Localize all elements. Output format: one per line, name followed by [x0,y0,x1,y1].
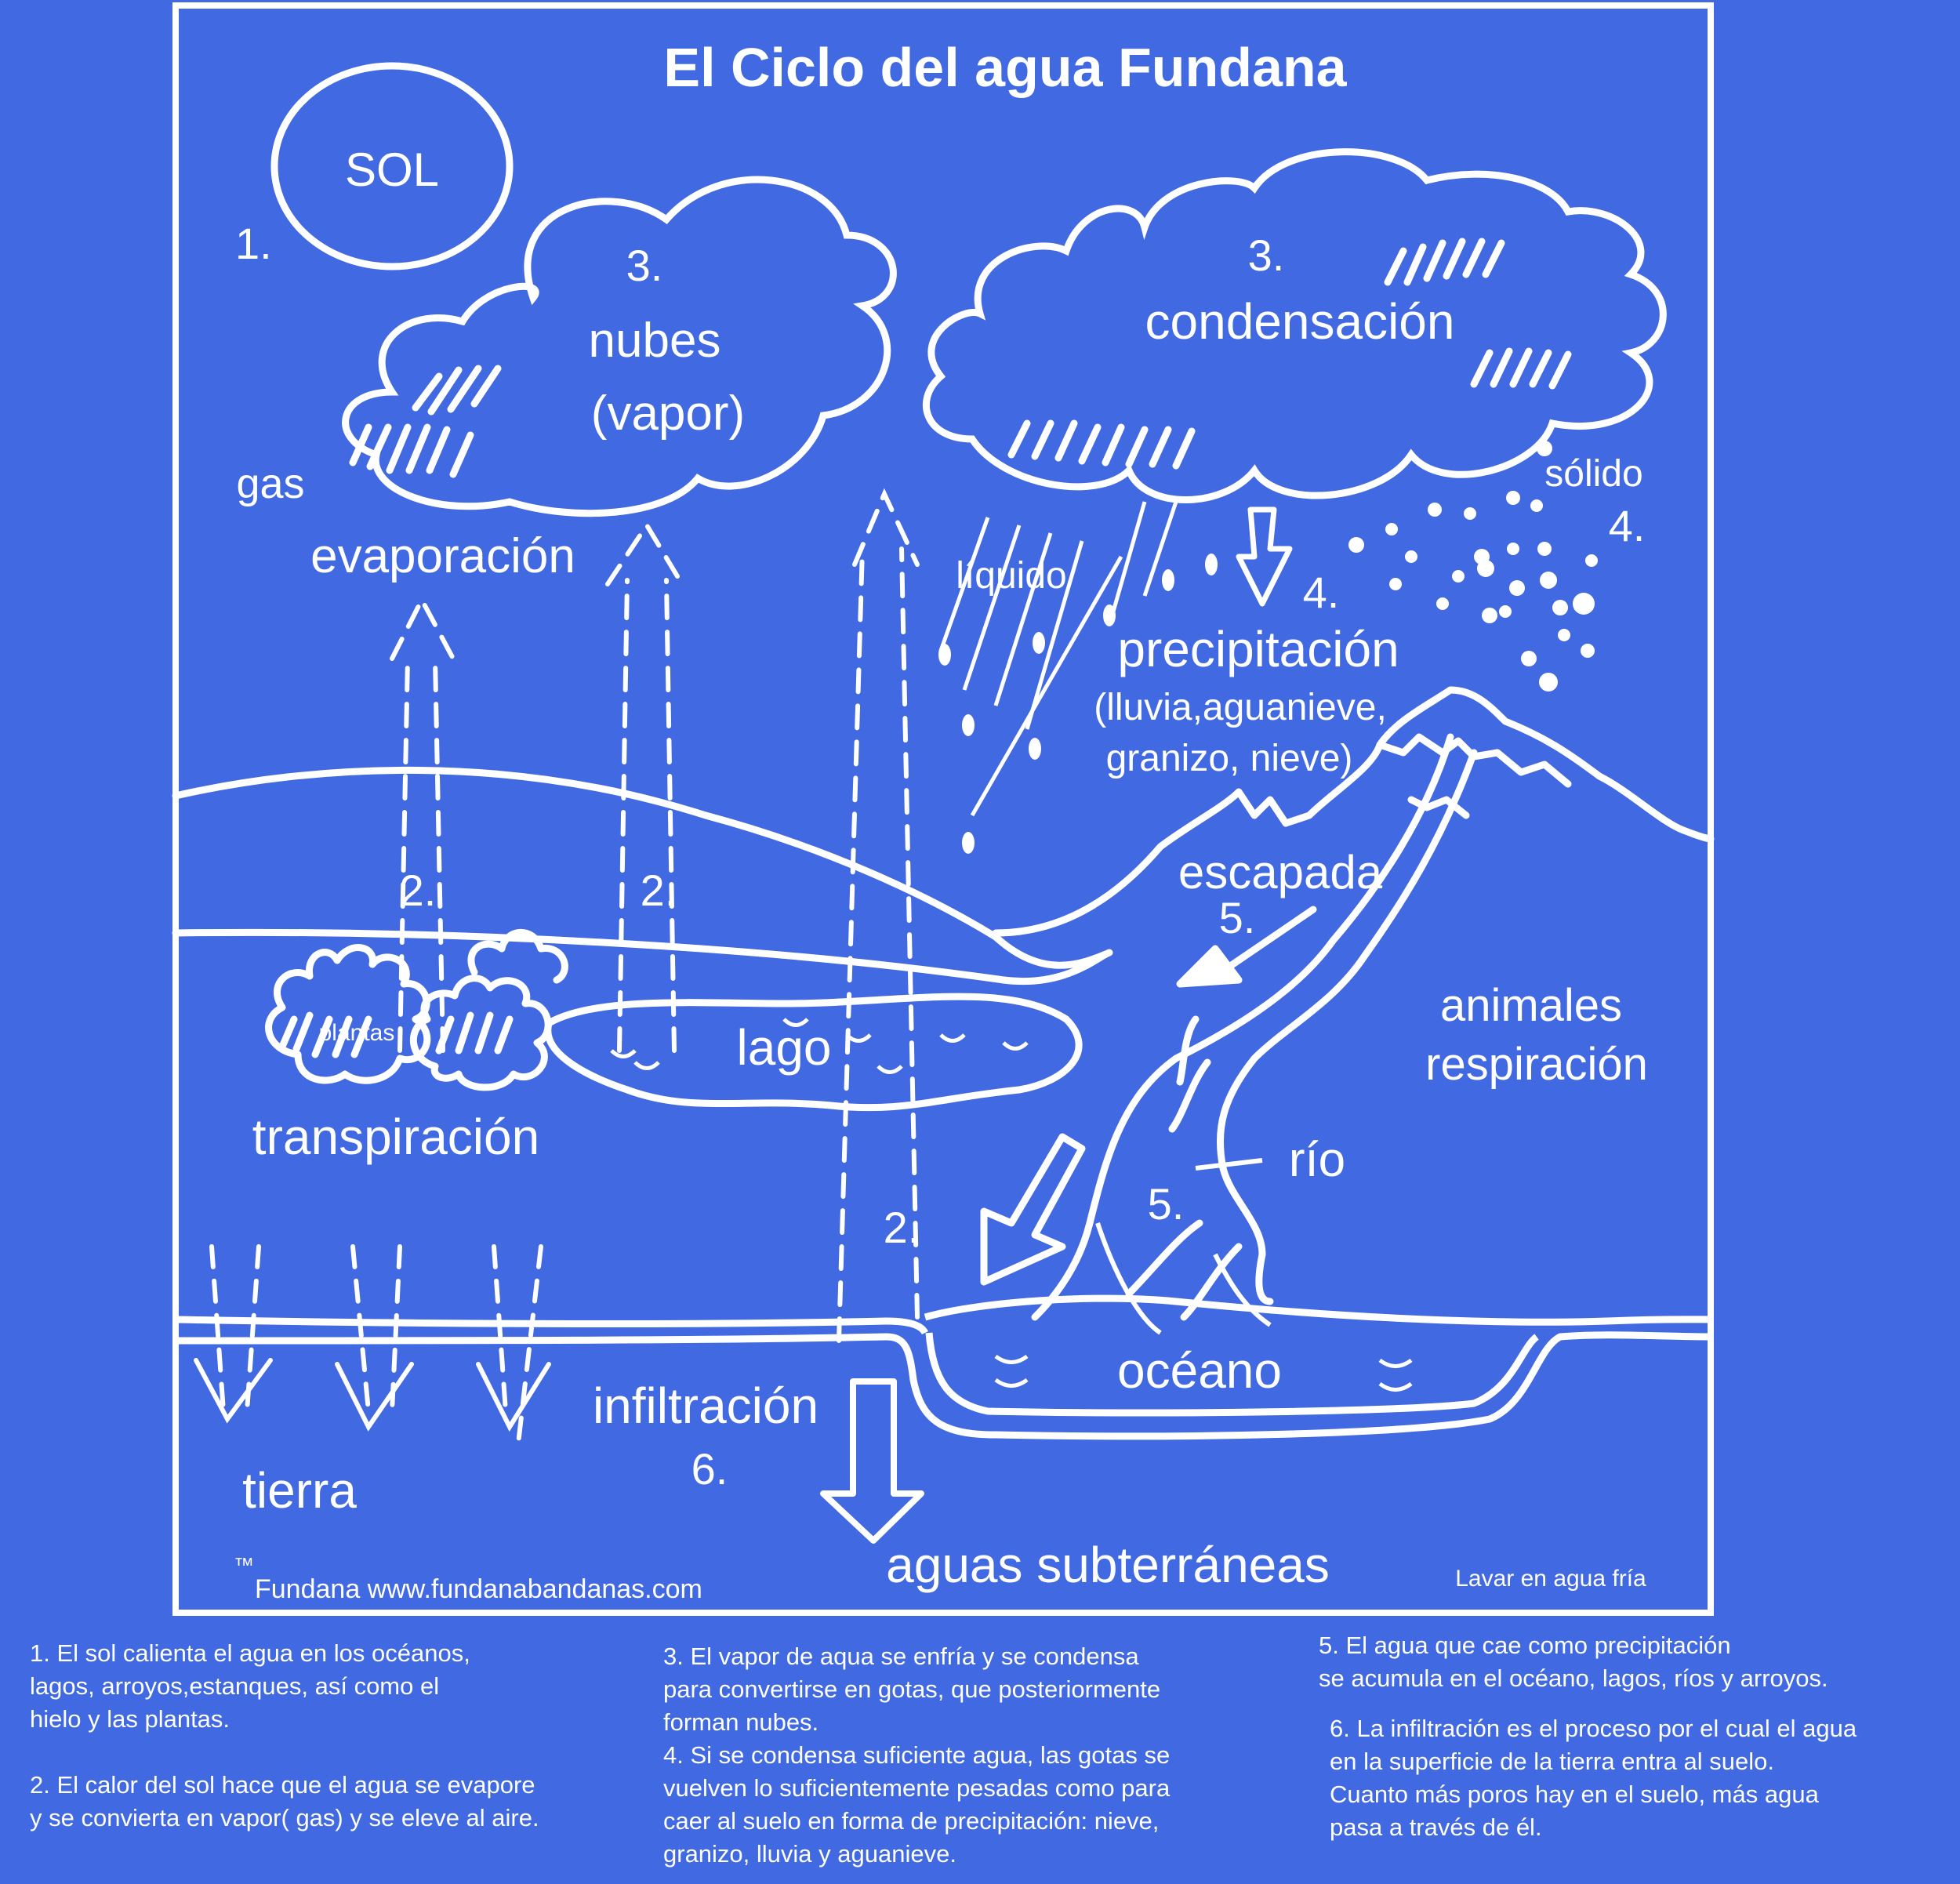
river-icon [1031,733,1478,1321]
runoff-label: escapada [1178,846,1383,898]
infiltration-number: 6. [691,1444,728,1494]
infiltration-label: infiltración [593,1378,818,1434]
plants-icon [265,928,568,1091]
left-cloud-number: 3. [626,241,663,290]
note-4: 4. Si se condensa suficiente agua, las g… [663,1741,1171,1868]
note-3: 3. El vapor de aqua se enfría y se conde… [663,1643,1161,1736]
river-pointer [1195,1158,1263,1171]
left-cloud-icon [342,176,897,517]
liquid-label: líquido [956,555,1066,597]
lake-label: lago [737,1019,832,1076]
notes-column-3: 5. El agua que cae como precipitación se… [1319,1629,1946,1844]
soil-label: tierra [242,1462,357,1519]
infiltration-arrow-icon [820,1378,924,1544]
solid-label: sólido [1544,453,1642,495]
diagram-title: El Ciclo del agua Fundana [663,37,1347,98]
right-cloud-number: 3. [1248,231,1285,280]
left-cloud-sublabel: (vapor) [591,387,745,441]
sun-label: SOL [345,143,439,196]
lake-icon [544,993,1083,1112]
plants-label: plantas [319,1020,395,1046]
respiration-label: respiración [1425,1039,1648,1090]
evaporation-arrows-icon [390,488,920,1343]
precipitation-arrow-icon [1236,506,1293,607]
notes-column-1: 1. El sol calienta el agua en los océano… [30,1637,641,1835]
runoff-arrow-icon [1176,906,1317,988]
solid-number: 4. [1609,501,1646,550]
infiltration-arrows-icon [209,1244,543,1453]
ocean-label: océano [1117,1342,1282,1399]
precipitation-types-line1: (lluvia,aguanieve, [1094,687,1387,728]
runoff-number: 5. [1219,893,1256,942]
condensation-label: condensación [1145,293,1455,350]
left-cloud-label: nubes [589,314,721,368]
evaporation-number-b: 2. [641,866,677,915]
river-number: 5. [1148,1179,1185,1229]
transpiration-label: transpiración [252,1109,539,1165]
river-label: río [1289,1133,1345,1187]
precipitation-types-line2: granizo, nieve) [1106,738,1353,779]
diagram-frame [172,2,1714,1616]
precipitation-number: 4. [1303,568,1340,617]
groundwater-label: aguas subterráneas [886,1537,1330,1593]
step-1-label: 1. [235,219,272,268]
infiltration-arrowheads-icon [194,1358,551,1432]
ground-icon [175,1222,1711,1440]
evaporation-number-c: 2. [884,1203,920,1252]
sun-icon [270,62,514,270]
note-6: 6. La infiltración es el proceso por el … [1330,1715,1857,1841]
right-cloud-icon [923,148,1667,503]
snow-icon [1348,441,1598,692]
raindrop-icons [938,554,1218,854]
gas-label: gas [236,460,304,507]
notes-column-2: 3. El vapor de aqua se enfría y se conde… [663,1640,1275,1871]
wash-note: Lavar en agua fría [1455,1566,1646,1592]
rain-icon [938,501,1178,817]
evaporation-label: evaporación [310,529,575,583]
animals-label: animales [1440,980,1622,1031]
precipitation-label: precipitación [1117,621,1399,677]
note-2: 2. El calor del sol hace que el agua se … [30,1771,539,1831]
runoff-flow-arrow-icon [980,1133,1086,1286]
trademark-symbol: ™ [234,1553,254,1577]
note-1: 1. El sol calienta el agua en los océano… [30,1639,470,1733]
landscape-icon [172,686,1715,985]
note-5: 5. El agua que cae como precipitación se… [1319,1632,1828,1692]
credit-text: Fundana www.fundanabandanas.com [255,1574,702,1604]
evaporation-number-a: 2. [400,866,437,915]
